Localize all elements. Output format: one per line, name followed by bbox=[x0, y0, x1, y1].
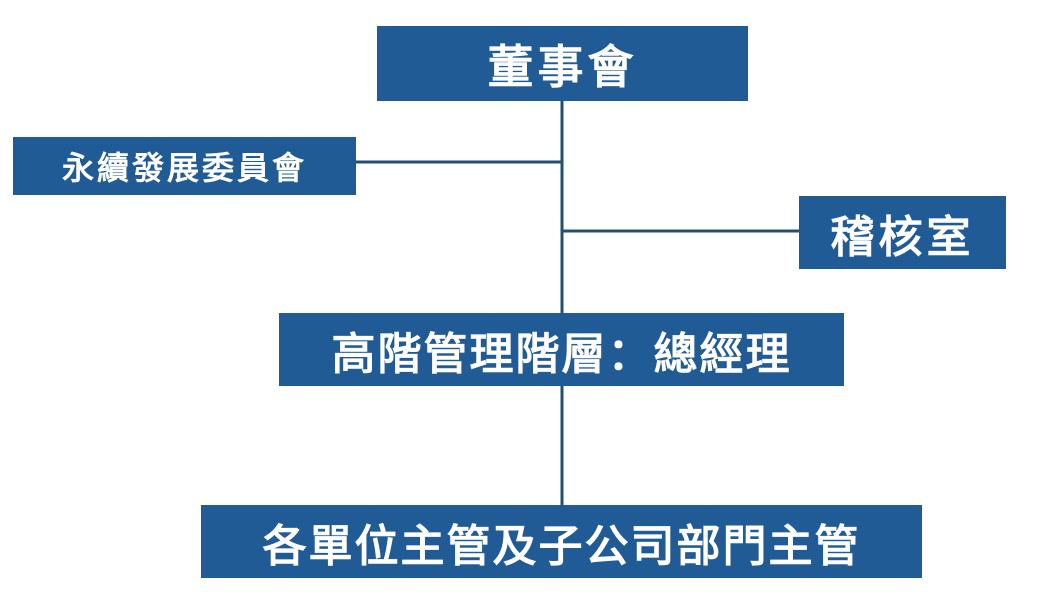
node-senior-management: 高階管理階層：總經理 bbox=[279, 313, 844, 386]
node-sustainability-committee: 永續發展委員會 bbox=[13, 137, 356, 195]
node-audit-office: 稽核室 bbox=[799, 196, 1006, 269]
node-board-of-directors: 董事會 bbox=[377, 26, 748, 101]
node-unit-heads: 各單位主管及子公司部門主管 bbox=[201, 505, 922, 578]
